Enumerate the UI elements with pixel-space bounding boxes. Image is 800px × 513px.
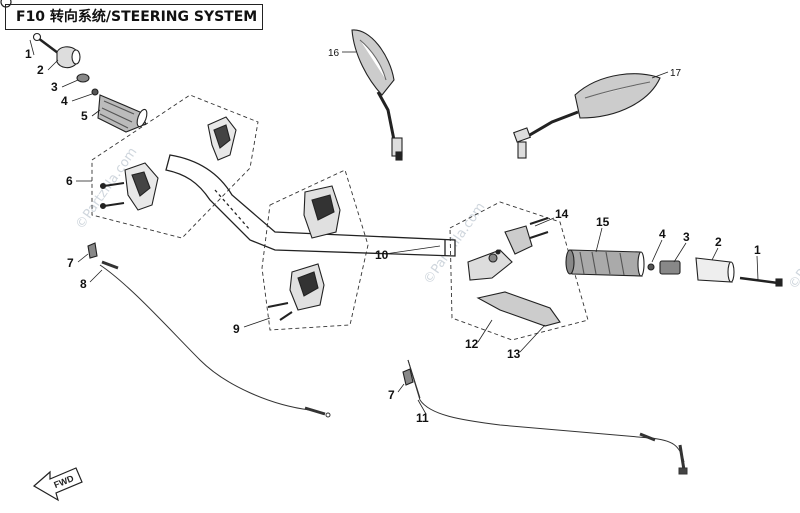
callout-15: 15 [596,215,610,229]
left-bar-end-parts [32,32,148,133]
corner-mark [0,0,12,8]
callout-7-right: 7 [388,388,395,402]
callout-12: 12 [465,337,479,351]
callout-3-right: 3 [683,230,690,244]
callout-7-left: 7 [67,256,74,270]
callout-4-right: 4 [659,227,666,241]
callout-9: 9 [233,322,240,336]
callout-2-left: 2 [37,63,44,77]
group-box-6 [91,94,259,239]
callout-5: 5 [81,109,88,123]
callout-10: 10 [375,248,389,262]
callout-2-right: 2 [715,235,722,249]
left-switch-housing [99,116,237,211]
right-mirror [513,73,661,159]
group-box-9 [261,169,369,331]
callouts: 1 2 3 4 5 6 7 8 9 10 11 12 13 14 15 4 3 … [25,47,761,425]
right-grip-and-bar-end [565,249,783,287]
callout-14: 14 [555,207,569,221]
leader-lines [29,39,759,415]
throttle-cable [99,260,331,418]
callout-1-left: 1 [25,47,32,61]
callout-8: 8 [80,277,87,291]
fwd-arrow: FWD [32,467,83,502]
callout-1-right: 1 [754,243,761,257]
clutch-cable [407,359,688,475]
callout-11: 11 [416,411,429,425]
center-switch-housing [267,185,341,321]
callout-13: 13 [507,347,521,361]
callout-3-left: 3 [51,80,58,94]
callout-16: 16 [328,48,340,59]
watermark-3: ©Partzilla.com [786,205,800,292]
handlebar [165,154,456,257]
callout-17: 17 [670,68,682,79]
callout-4-left: 4 [61,94,68,108]
brake-lever-assembly [467,217,561,327]
left-mirror [351,29,403,161]
diagram-title: F10 转向系统/STEERING SYSTEM [5,4,263,30]
callout-6: 6 [66,174,73,188]
cable-clamp-right [402,368,414,386]
group-box-12 [449,201,589,341]
cable-clamp-left [87,242,98,259]
